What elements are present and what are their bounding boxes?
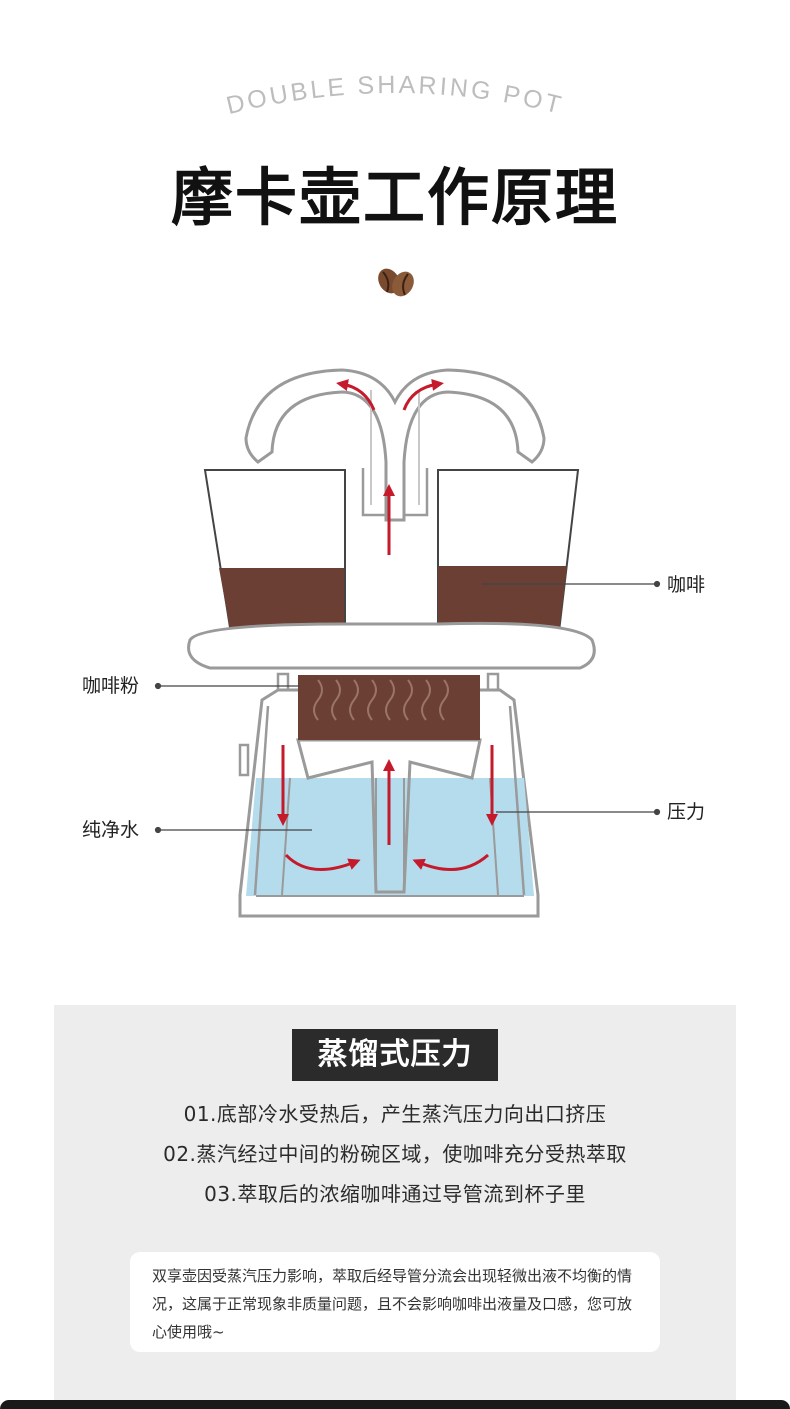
moka-pot-diagram bbox=[154, 368, 661, 918]
svg-text:DOUBLE SHARING POT: DOUBLE SHARING POT bbox=[224, 71, 567, 120]
label-pure-water: 纯净水 bbox=[82, 819, 140, 841]
base-plate bbox=[187, 621, 596, 670]
step-1: 01.底部冷水受热后，产生蒸汽压力向出口挤压 bbox=[183, 1102, 607, 1126]
bottom-bar bbox=[0, 1400, 790, 1409]
note-text: 双享壶因受蒸汽压力影响，萃取后经导管分流会出现轻微出液不均衡的情况，这属于正常现… bbox=[152, 1267, 633, 1341]
step-3: 03.萃取后的浓缩咖啡通过导管流到杯子里 bbox=[204, 1182, 586, 1206]
arrow-swirl-left bbox=[284, 853, 361, 872]
section-badge: 蒸馏式压力 bbox=[292, 1029, 498, 1081]
subtitle-arc: DOUBLE SHARING POT bbox=[224, 71, 567, 120]
coffee-powder-basket bbox=[298, 675, 480, 740]
step-2: 02.蒸汽经过中间的粉碗区域，使咖啡充分受热萃取 bbox=[163, 1142, 627, 1166]
arrow-spout-left bbox=[336, 379, 376, 411]
page-title: 摩卡壶工作原理 bbox=[170, 161, 619, 234]
label-coffee-powder: 咖啡粉 bbox=[82, 675, 140, 697]
label-coffee: 咖啡 bbox=[667, 574, 706, 596]
subtitle-text: DOUBLE SHARING POT bbox=[224, 71, 564, 120]
spout-tube bbox=[244, 368, 546, 522]
arrow-spout-right bbox=[402, 378, 444, 411]
arrow-swirl-right bbox=[412, 853, 489, 872]
label-pressure: 压力 bbox=[667, 801, 706, 823]
left-cup-coffee bbox=[219, 568, 345, 640]
coffee-bean-icon bbox=[378, 268, 414, 297]
note-box: 双享壶因受蒸汽压力影响，萃取后经导管分流会出现轻微出液不均衡的情况，这属于正常现… bbox=[130, 1252, 660, 1352]
